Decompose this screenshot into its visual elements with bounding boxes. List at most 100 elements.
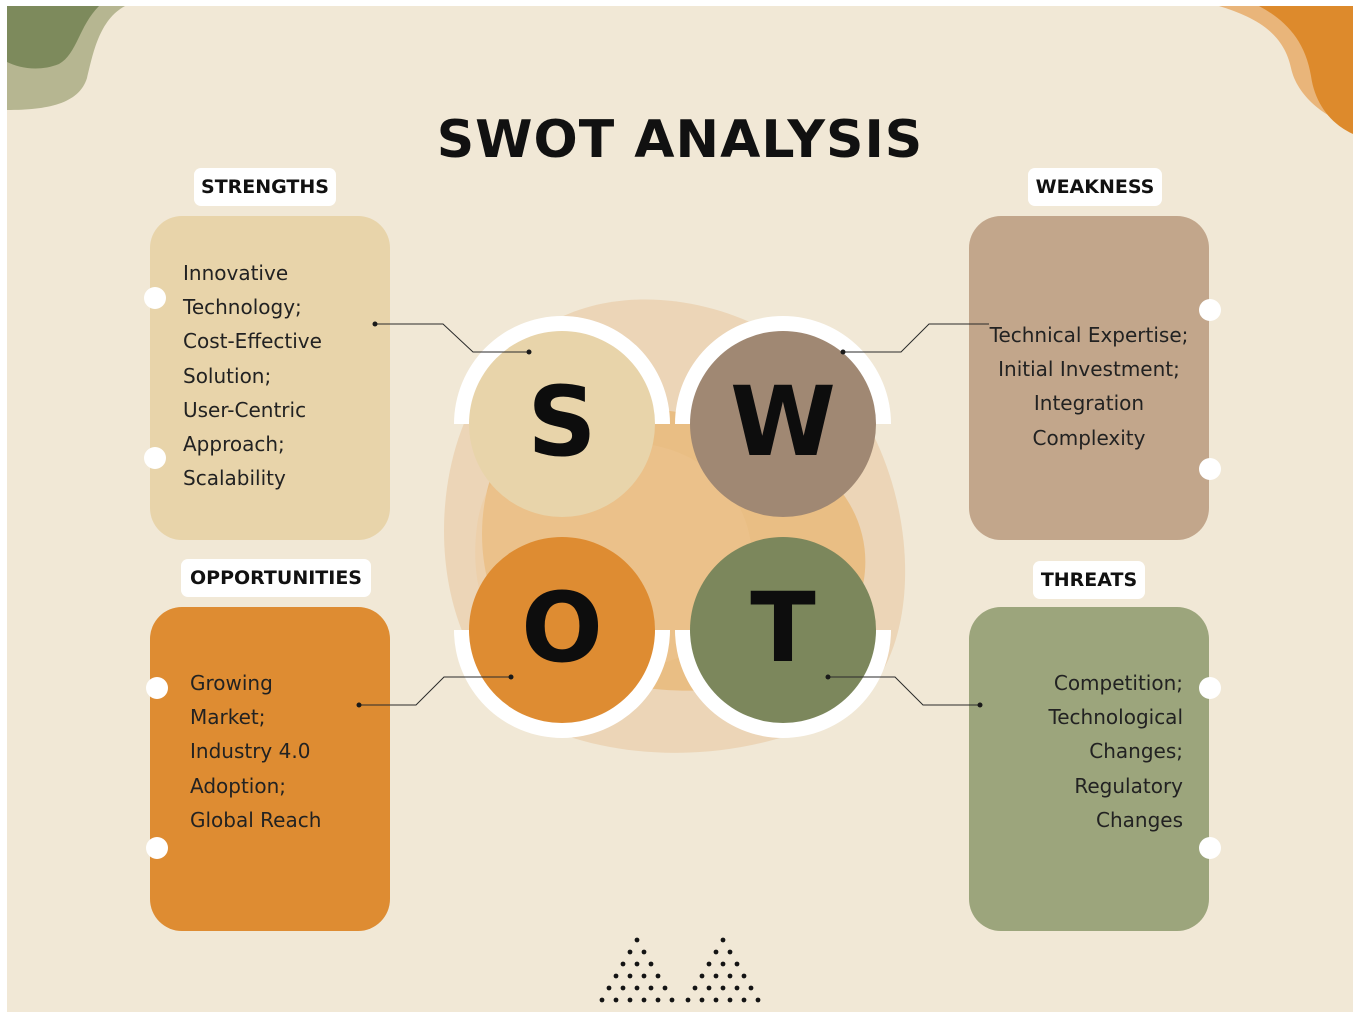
letter-s: S <box>527 366 597 478</box>
pattern-dot <box>706 961 712 967</box>
pattern-dot <box>662 985 668 991</box>
pattern-dot <box>713 997 719 1003</box>
pattern-dot <box>641 949 647 955</box>
pattern-dot <box>606 985 612 991</box>
pattern-dot <box>741 997 747 1003</box>
opportunities-label: OPPORTUNITIES <box>181 559 371 597</box>
strengths-line: User-Centric <box>183 397 307 422</box>
connector-threats <box>828 676 980 706</box>
ring-o <box>454 630 670 738</box>
pattern-dot <box>641 973 647 979</box>
strengths-dot-bottom <box>144 447 166 469</box>
connector-end <box>372 321 378 327</box>
pattern-dot <box>627 997 633 1003</box>
pattern-dot <box>634 961 640 967</box>
pattern-dot <box>741 973 747 979</box>
pattern-dot <box>734 961 740 967</box>
pattern-dot <box>713 949 719 955</box>
dot-pattern-decoration <box>599 937 761 1003</box>
pattern-dot <box>613 997 619 1003</box>
strengths-line: Technology; <box>183 295 302 320</box>
connector-strengths <box>375 323 529 353</box>
pattern-dot <box>599 997 605 1003</box>
letter-t: T <box>750 572 816 684</box>
pattern-dot <box>713 973 719 979</box>
swot-canvas: Innovative Technology; Cost-Effective So… <box>7 6 1353 1012</box>
pattern-dot <box>734 985 740 991</box>
pattern-dot <box>727 973 733 979</box>
opportunities-line: Industry 4.0 <box>190 739 311 764</box>
top-right-blob-dark <box>1259 6 1353 134</box>
pattern-dot <box>613 973 619 979</box>
pattern-dot <box>634 985 640 991</box>
opportunities-card: Growing Market; Industry 4.0 Adoption; G… <box>150 607 390 931</box>
opportunities-dot-bottom <box>146 837 168 859</box>
pattern-dot <box>755 997 761 1003</box>
pattern-dot <box>627 973 633 979</box>
strengths-label: STRENGTHS <box>194 168 336 206</box>
weakness-line: Initial Investment; <box>998 357 1180 382</box>
strengths-line: Cost-Effective <box>183 329 322 354</box>
pattern-dot <box>727 997 733 1003</box>
circle-s <box>469 331 655 517</box>
opportunities-dot-top <box>146 677 168 699</box>
pattern-dot <box>669 997 675 1003</box>
pattern-dot <box>627 949 633 955</box>
strengths-line: Innovative <box>183 261 289 285</box>
strengths-line: Scalability <box>183 466 286 491</box>
threats-dot-top <box>1199 677 1221 699</box>
strengths-line: Solution; <box>183 363 272 388</box>
weakness-text: Technical Expertise; Initial Investment;… <box>969 318 1209 455</box>
pattern-dot <box>655 997 661 1003</box>
connector-end <box>840 349 846 355</box>
pattern-dot <box>648 985 654 991</box>
pattern-dot <box>692 985 698 991</box>
pattern-dot <box>620 985 626 991</box>
page-title: SWOT ANALYSIS <box>436 110 924 170</box>
threats-text: Competition; Technological Changes; Regu… <box>1048 666 1183 837</box>
pattern-dot <box>648 961 654 967</box>
pattern-dot <box>685 997 691 1003</box>
strengths-card: Innovative Technology; Cost-Effective So… <box>150 216 390 540</box>
weakness-line: Integration <box>1033 391 1145 416</box>
circle-o <box>469 537 655 723</box>
ring-t <box>675 630 891 738</box>
opportunities-line: Global Reach <box>190 807 322 832</box>
opportunities-line: Adoption; <box>190 773 287 798</box>
weakness-line: Complexity <box>1032 425 1146 450</box>
circle-w <box>690 331 876 517</box>
pattern-dot <box>641 997 647 1003</box>
connector-end <box>526 349 532 355</box>
threats-line: Competition; <box>1053 671 1183 695</box>
threats-line: Changes; <box>1089 739 1183 764</box>
connector-end <box>356 702 362 708</box>
threats-dot-bottom <box>1199 837 1221 859</box>
letter-o: O <box>521 572 603 684</box>
pattern-dot <box>720 961 726 967</box>
opportunities-line: Market; <box>190 705 266 730</box>
pattern-dot <box>620 961 626 967</box>
opportunities-line: Growing <box>190 671 273 695</box>
letter-w: W <box>730 366 836 478</box>
pattern-dot <box>720 937 726 943</box>
strengths-text: Innovative Technology; Cost-Effective So… <box>183 256 322 495</box>
pattern-dot <box>727 949 733 955</box>
connector-lines <box>356 321 989 708</box>
weakness-line: Technical Expertise; <box>989 323 1189 347</box>
strengths-line: Approach; <box>183 432 285 457</box>
pattern-dot <box>720 985 726 991</box>
connector-end <box>977 702 983 708</box>
threats-label: THREATS <box>1033 561 1145 599</box>
weakness-label: WEAKNESS <box>1028 168 1162 206</box>
pattern-dot <box>699 973 705 979</box>
opportunities-text: Growing Market; Industry 4.0 Adoption; G… <box>190 666 321 837</box>
top-left-blob-dark <box>7 6 99 69</box>
pattern-dot <box>634 937 640 943</box>
connector-opportunities <box>359 676 511 706</box>
pattern-dot <box>706 985 712 991</box>
pattern-dot <box>699 997 705 1003</box>
pattern-dot <box>655 973 661 979</box>
connector-end <box>825 674 831 680</box>
strengths-dot-top <box>144 287 166 309</box>
weakness-dot-top <box>1199 299 1221 321</box>
